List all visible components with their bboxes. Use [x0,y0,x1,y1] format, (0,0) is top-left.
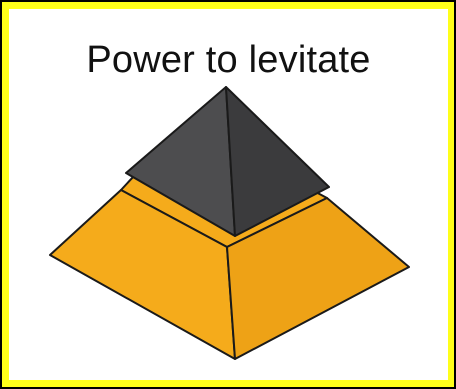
pyramid-illustration [9,9,448,381]
